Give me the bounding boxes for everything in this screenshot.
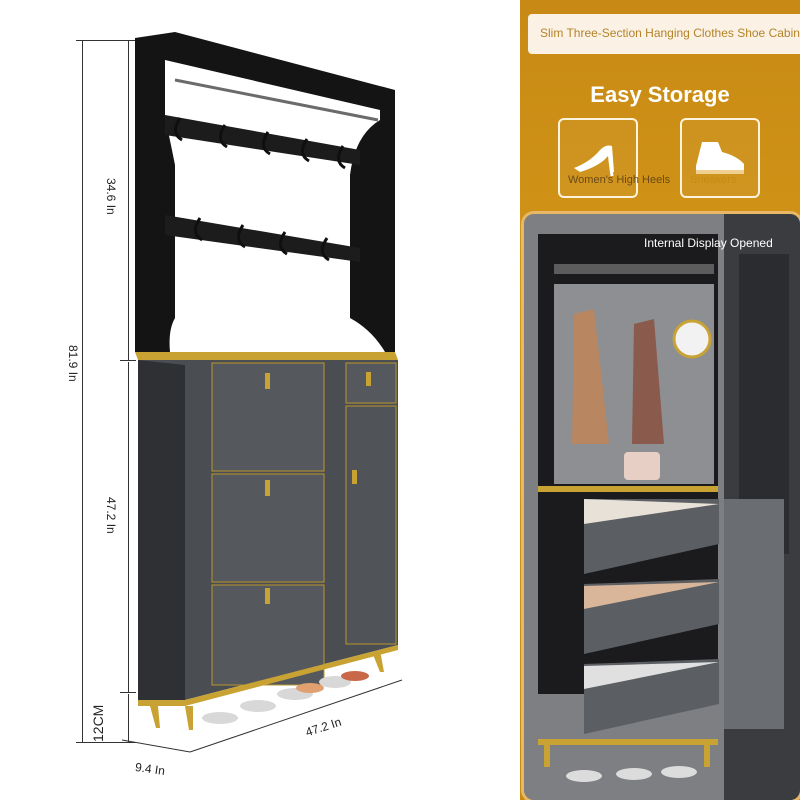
upper-height-line [128, 40, 129, 360]
interior-photo: Internal Display Opened [524, 214, 800, 800]
width-depth-lines [121, 679, 403, 753]
shoe-cabinet-drawing [135, 32, 398, 730]
product-illustration: 34.6 In 81.9 In 47.2 In 12CM 47.2 In 9.4… [66, 32, 403, 779]
product-title: Slim Three-Section Hanging Clothes Shoe … [540, 26, 800, 40]
easy-storage-heading: Easy Storage [590, 82, 730, 107]
leg-height-line [128, 694, 129, 742]
product-title-strip: Slim Three-Section Hanging Clothes Shoe … [528, 14, 800, 54]
tick [76, 40, 136, 41]
tick [120, 692, 136, 693]
sneaker-label: Sneakers [690, 174, 737, 186]
sneaker-feature [680, 118, 760, 198]
high-heel-label: Women's High Heels [568, 174, 671, 186]
total-height-line [82, 40, 83, 742]
interior-photo-scene [524, 214, 800, 800]
cabinet-height-line [128, 362, 129, 692]
tick [76, 742, 136, 743]
photo-caption: Internal Display Opened [644, 236, 773, 250]
high-heel-icon [574, 145, 614, 177]
tick [120, 360, 136, 361]
high-heel-feature [558, 118, 638, 198]
sneaker-icon [696, 142, 744, 174]
